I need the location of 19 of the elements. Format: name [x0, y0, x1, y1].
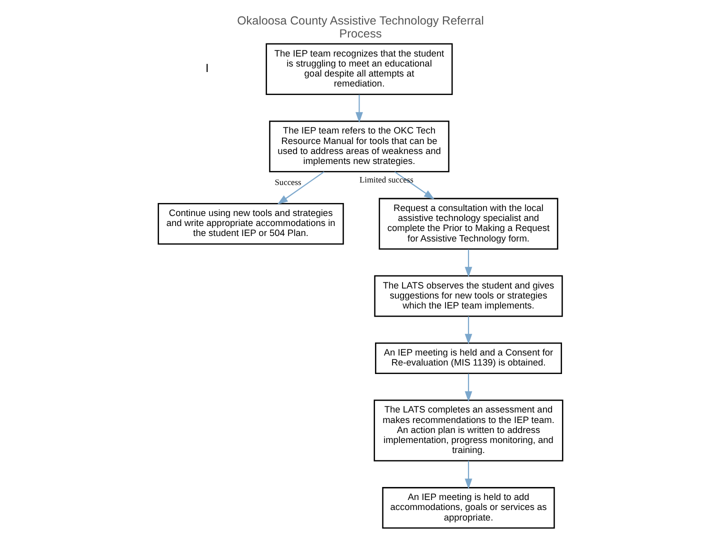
- node-box: The LATS observes the student and gives suggestions for new tools or strategies which the IEP team implements.: [374, 275, 562, 317]
- node-box: The LATS completes an assessment and makes recommendations to the IEP team. An action plan is written to address implementation, progress monitoring, and training.: [373, 400, 563, 462]
- edge-label: Limited success: [359, 176, 413, 185]
- node-box: The IEP team refers to the OKC Tech Resource Manual for tools that can be used to address areas of weakness and implements new strategies.: [268, 120, 449, 172]
- diagram-title: Okaloosa County Assistive Technology Referral Process: [236, 14, 484, 40]
- node-box: An IEP meeting is held and a Consent for Re-evaluation (MIS 1139) is obtained.: [374, 342, 562, 374]
- arrow: [464, 374, 472, 402]
- arrow: [464, 249, 472, 278]
- node-box: An IEP meeting is held to add accommodations, goals or services as appropriate.: [382, 487, 554, 529]
- arrow: [394, 171, 434, 200]
- arrow: [464, 316, 472, 344]
- arrow: [464, 460, 472, 490]
- label: I: [204, 62, 208, 76]
- node-box: Request a consultation with the local assistive technology specialist and complete the Prior to Making a Request for Assistive Technology form.: [378, 198, 558, 250]
- arrow: [355, 94, 362, 123]
- arrow: [276, 171, 324, 204]
- edge-label: Success: [274, 178, 301, 188]
- node-box: The IEP team recognizes that the student is struggling to meet an educational goal despite all attempts at remediation.: [265, 43, 452, 95]
- node-box: Continue using new tools and strategies and write appropriate accommodations in the student IEP or 504 Plan.: [157, 202, 344, 245]
